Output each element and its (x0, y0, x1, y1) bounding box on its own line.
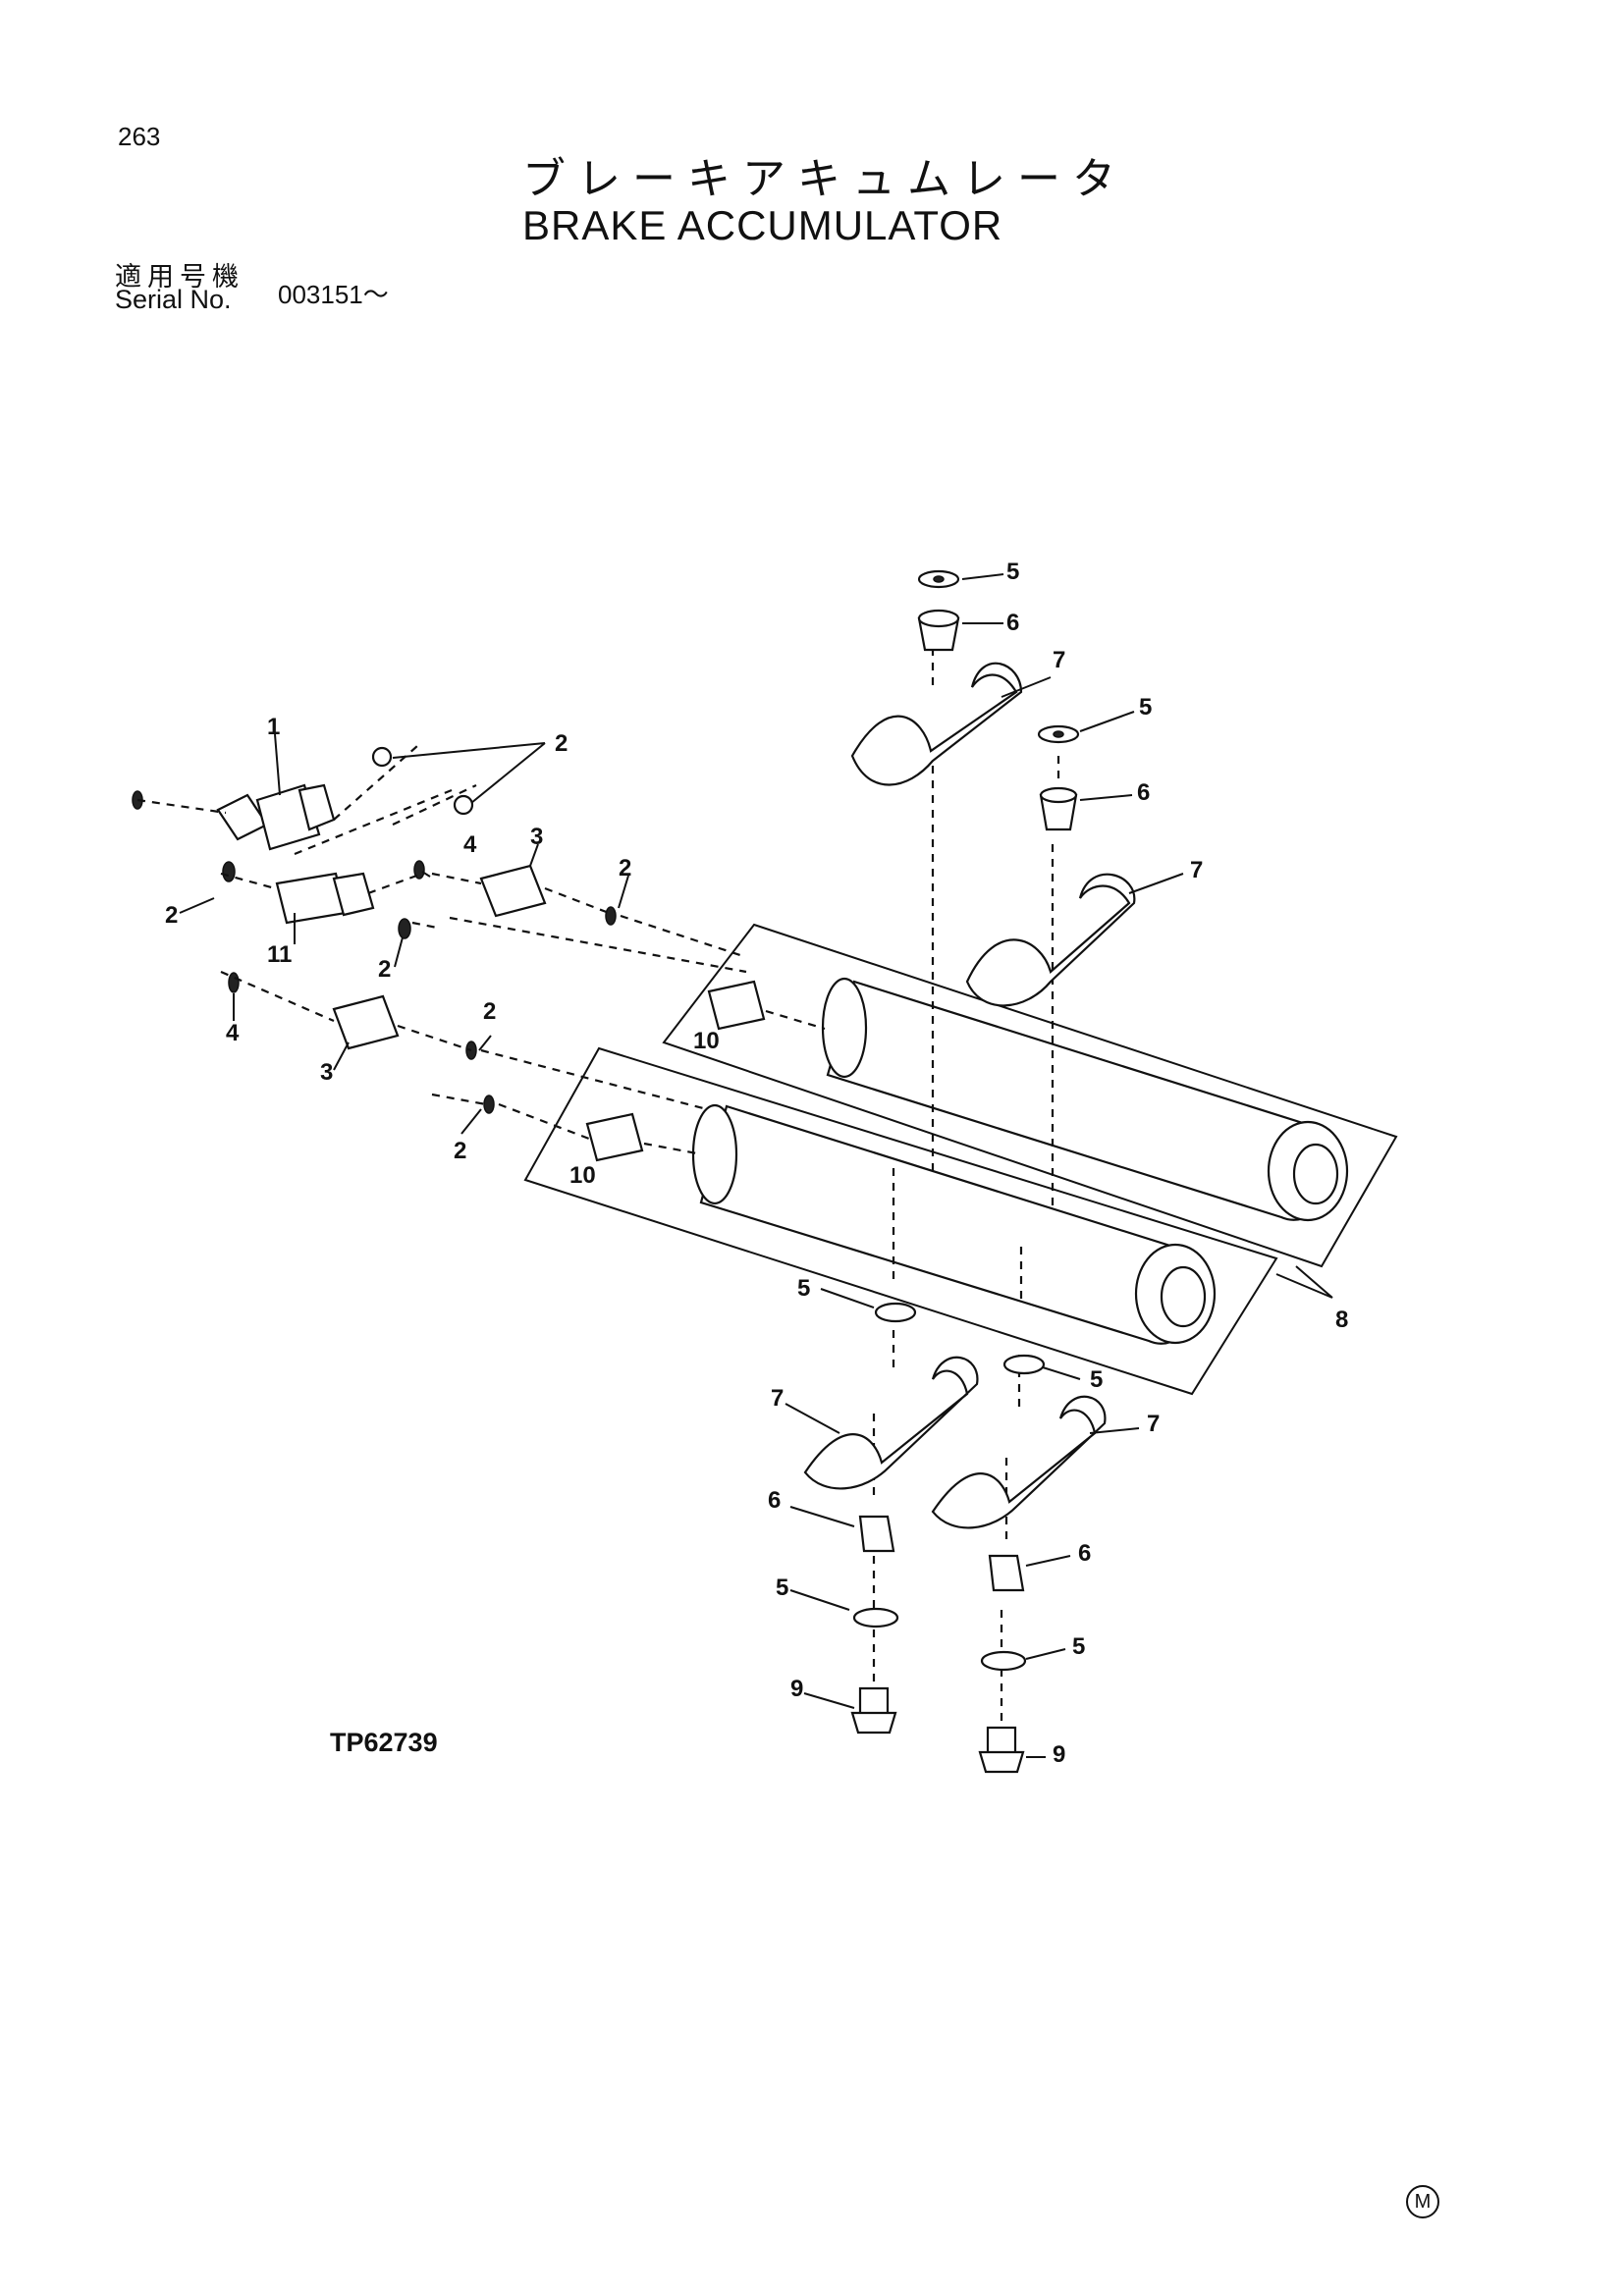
callout: 10 (569, 1162, 596, 1189)
callout: 4 (226, 1020, 240, 1046)
accumulator-lower-plate (523, 1046, 1278, 1396)
callout: 5 (1090, 1366, 1103, 1393)
callout: 7 (1053, 647, 1065, 673)
callout: 11 (267, 941, 292, 968)
washer-5 (980, 1650, 1027, 1672)
accumulator-lower-end (691, 1103, 738, 1205)
callout: 2 (619, 855, 631, 881)
clamp-7 (850, 662, 1023, 786)
callout: 7 (1147, 1411, 1160, 1437)
washer-5 (874, 1302, 917, 1323)
title-japanese: ブレーキアキュムレータ (522, 154, 1127, 204)
callout: 5 (1006, 559, 1019, 585)
bolt-9 (978, 1726, 1025, 1774)
washer-5 (852, 1607, 899, 1629)
callout: 1 (267, 714, 280, 740)
callout: 2 (378, 956, 391, 983)
lower-right-clamp-set (931, 1354, 1107, 1774)
accumulator-upper-port (1292, 1143, 1339, 1205)
lower-left-clamp-set (803, 1302, 979, 1735)
connector-10-lower (585, 1112, 644, 1162)
accumulator-upper-plate (662, 923, 1398, 1268)
clamp-7 (965, 873, 1136, 1007)
callout: 10 (693, 1028, 720, 1054)
collar-6 (858, 1515, 895, 1553)
callout: 2 (454, 1138, 466, 1164)
callout: 7 (1190, 857, 1203, 883)
connector-10-upper (707, 980, 766, 1031)
collar-6 (988, 1554, 1025, 1592)
page-number: 263 (118, 122, 161, 151)
title-english: BRAKE ACCUMULATOR (522, 202, 1003, 248)
callout-labels: 1 2 2 2 2 2 2 3 3 4 4 5 5 5 5 5 5 6 6 6 … (165, 559, 1348, 1768)
union-3 (479, 864, 547, 918)
callout: 3 (530, 824, 543, 850)
callout: 4 (463, 831, 477, 858)
bolt-9 (850, 1686, 897, 1735)
serial-number-value: 003151～ (278, 280, 389, 309)
callout: 6 (1137, 779, 1150, 806)
callout: 2 (165, 902, 178, 929)
union-3-upper (413, 860, 617, 926)
union-3 (332, 994, 400, 1050)
drawing-number: TP62739 (330, 1728, 438, 1757)
washer-5 (1002, 1354, 1046, 1375)
callout: 7 (771, 1385, 784, 1412)
clamp-7 (803, 1356, 979, 1490)
oring-2 (371, 746, 393, 768)
callout: 2 (555, 730, 568, 757)
accumulator-upper (662, 923, 1398, 1268)
accumulator-lower (523, 1046, 1278, 1396)
callout: 9 (790, 1676, 803, 1702)
callout: 6 (768, 1487, 781, 1514)
accumulator-upper-end (821, 977, 868, 1079)
oring-2 (453, 794, 474, 816)
callout: 5 (1139, 694, 1152, 721)
circled-m-mark: M (1406, 2185, 1439, 2218)
callout: 8 (1335, 1307, 1348, 1333)
callout: 5 (776, 1575, 788, 1601)
fitting-assembly-11 (222, 861, 411, 939)
callout: 2 (483, 998, 496, 1025)
callout: 5 (797, 1275, 810, 1302)
clamp-7 (931, 1395, 1107, 1529)
union-3-lower (228, 972, 495, 1114)
callout: 6 (1078, 1540, 1091, 1567)
connectors-10 (585, 980, 766, 1162)
accumulator-lower-port (1160, 1265, 1207, 1328)
fitting-assembly-1 (132, 746, 474, 851)
callout: 3 (320, 1059, 333, 1086)
upper-right-clamp-set (965, 724, 1136, 1007)
serial-label-japanese: 適用号機 (115, 262, 244, 293)
serial-label-english: Serial No. (115, 285, 232, 314)
callout: 6 (1006, 610, 1019, 636)
callout: 9 (1053, 1741, 1065, 1768)
upper-left-clamp-set (850, 569, 1023, 786)
callout: 5 (1072, 1633, 1085, 1660)
